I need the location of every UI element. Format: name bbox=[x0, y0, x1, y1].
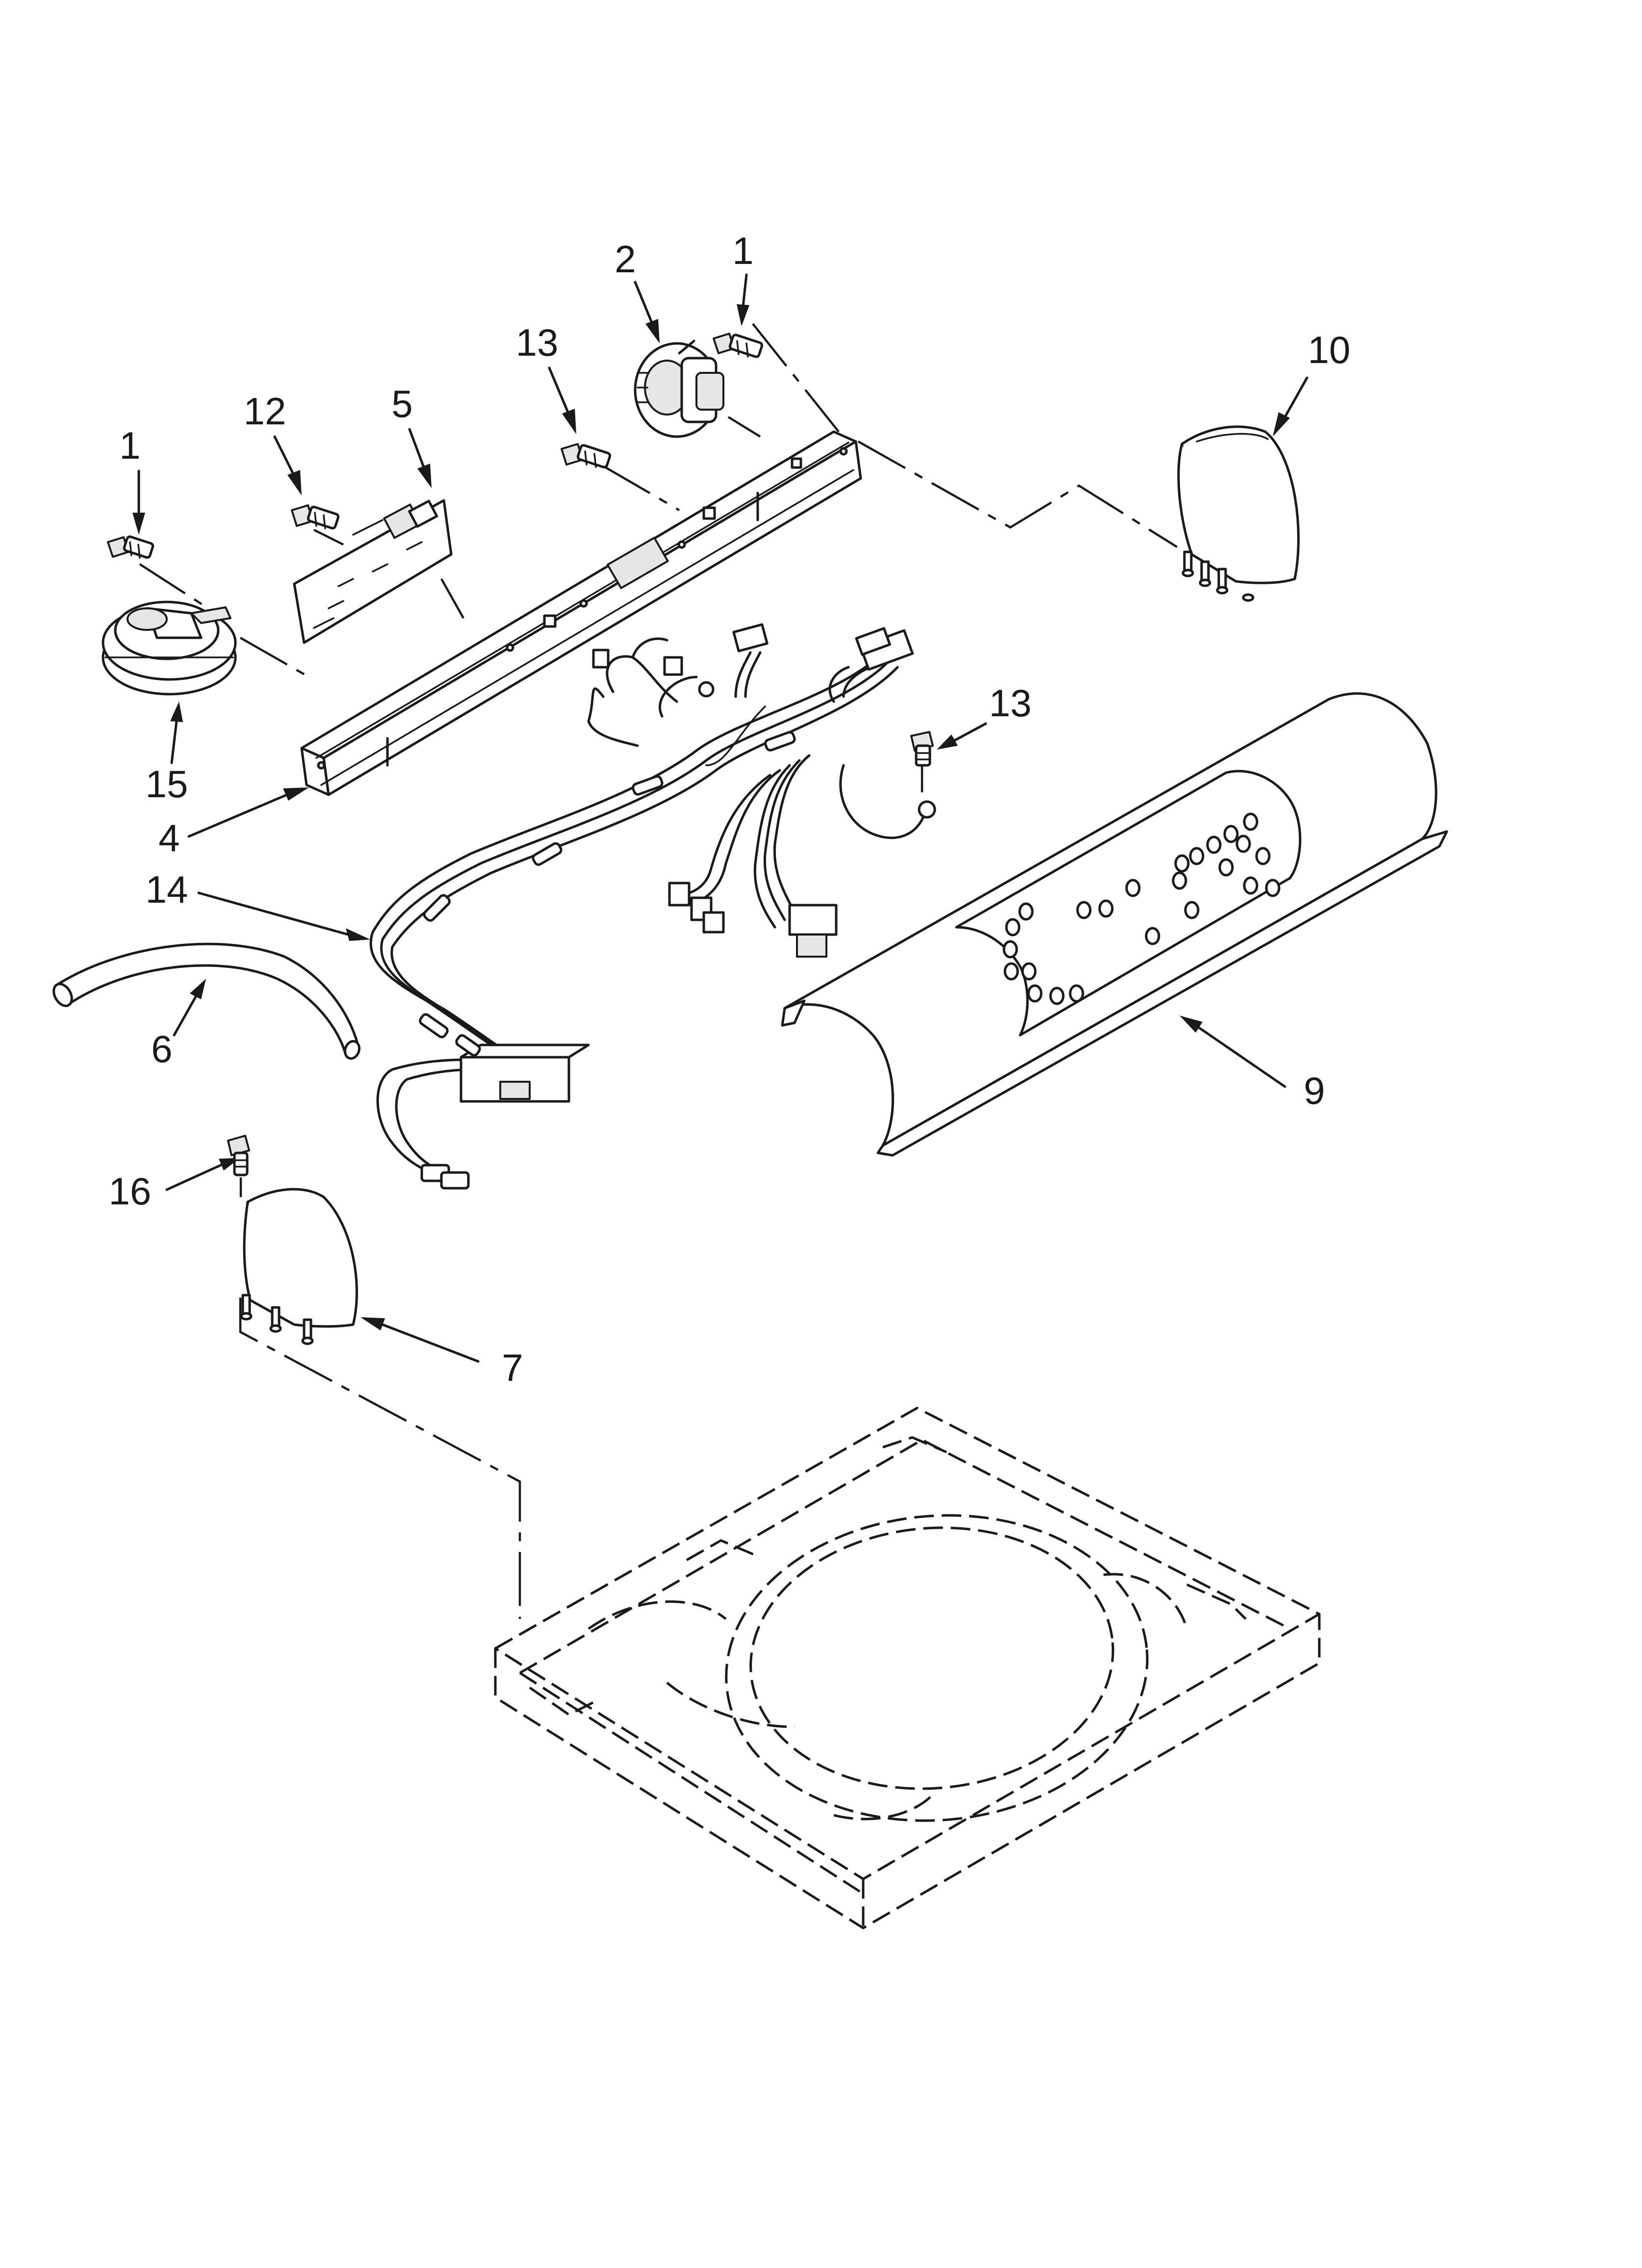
callout-16: 16 bbox=[109, 1170, 152, 1213]
callout-12: 12 bbox=[244, 390, 286, 433]
callout-15: 15 bbox=[146, 762, 188, 806]
cabinet-top-reference bbox=[494, 1407, 1321, 1929]
screw-13-top bbox=[561, 443, 612, 469]
screw-1-left bbox=[107, 535, 154, 559]
pressure-switch-15 bbox=[102, 600, 237, 696]
screw-13-right bbox=[910, 731, 934, 767]
alignment-lines bbox=[139, 323, 1178, 1619]
leader-lines bbox=[132, 273, 1308, 1363]
hose-6 bbox=[52, 942, 361, 1060]
screw-16 bbox=[227, 1135, 250, 1197]
screw-12 bbox=[291, 504, 340, 530]
callout-2: 2 bbox=[615, 237, 636, 281]
callout-13-right: 13 bbox=[989, 681, 1032, 725]
switch-2 bbox=[634, 339, 724, 438]
callout-1-top: 1 bbox=[732, 229, 753, 272]
callout-1-left: 1 bbox=[119, 424, 140, 467]
callout-7: 7 bbox=[502, 1346, 523, 1389]
end-cap-10 bbox=[1177, 425, 1300, 602]
callout-10: 10 bbox=[1308, 328, 1351, 371]
control-board-5 bbox=[293, 499, 453, 644]
callout-4: 4 bbox=[158, 816, 180, 860]
wire-harness-14 bbox=[369, 623, 936, 1190]
callout-9: 9 bbox=[1304, 1069, 1325, 1112]
callout-5: 5 bbox=[391, 382, 412, 425]
console-panel-9 bbox=[781, 692, 1448, 1157]
screw-1-top bbox=[713, 333, 764, 358]
callout-13-top: 13 bbox=[516, 321, 559, 364]
console-bracket-4 bbox=[300, 430, 862, 796]
callout-14: 14 bbox=[146, 868, 188, 911]
end-cap-7 bbox=[240, 1188, 358, 1345]
callout-6: 6 bbox=[151, 1027, 172, 1070]
